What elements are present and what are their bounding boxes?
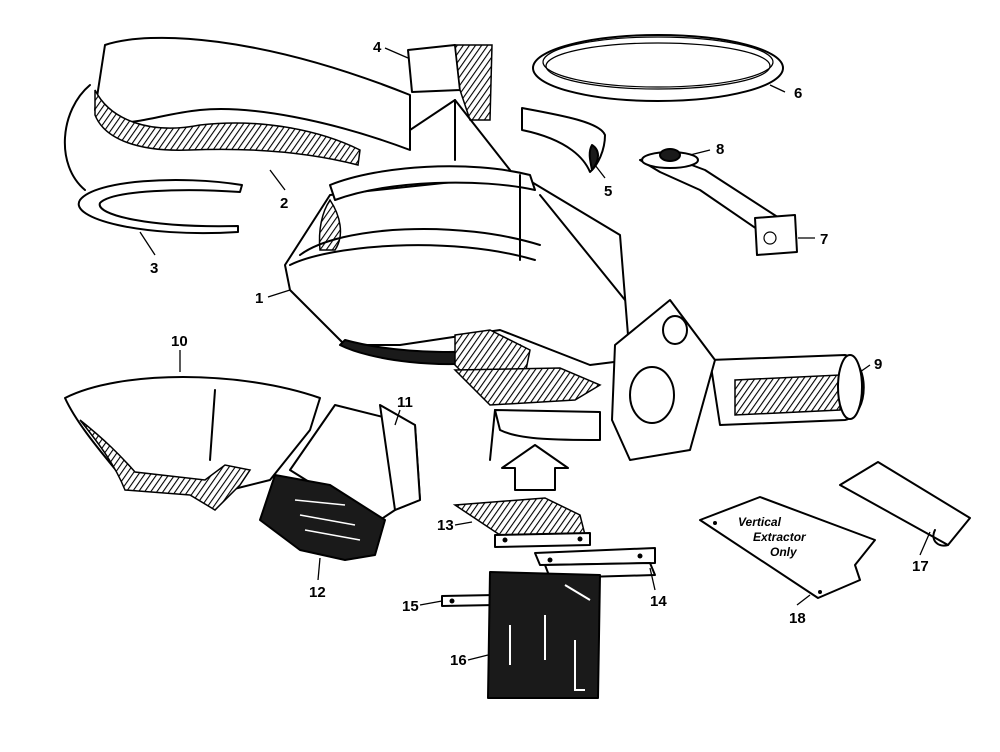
part-12-grille xyxy=(259,474,386,561)
callout-8: 8 xyxy=(716,141,724,158)
callout-5: 5 xyxy=(604,183,612,200)
part-13-tray xyxy=(452,497,591,548)
callout-15: 15 xyxy=(402,598,419,615)
part-9-cylinder-tube xyxy=(709,354,865,426)
part-8-nut xyxy=(641,148,699,169)
callout-13: 13 xyxy=(437,517,454,534)
plate-text-line-1: Vertical xyxy=(738,515,782,529)
callout-9: 9 xyxy=(874,356,882,373)
part-11-angled-cowl xyxy=(289,404,421,521)
part-6-oval-ring xyxy=(532,34,784,102)
callout-3: 3 xyxy=(150,260,158,277)
part-1-main-housing xyxy=(284,99,631,386)
callout-11: 11 xyxy=(397,394,413,411)
part-3-split-ring xyxy=(77,179,243,235)
callout-7: 7 xyxy=(820,231,828,248)
callout-12: 12 xyxy=(309,584,326,601)
plate-text-line-3: Only xyxy=(770,545,798,559)
callout-18: 18 xyxy=(789,610,806,627)
part-17-cover-strip xyxy=(839,461,971,547)
part-7-arm-bracket xyxy=(639,154,798,256)
callout-14: 14 xyxy=(650,593,667,610)
part-18-cover-plate: Vertical Extractor Only xyxy=(699,496,876,599)
callout-16: 16 xyxy=(450,652,467,669)
callout-1: 1 xyxy=(255,290,263,307)
part-4-bracket-block xyxy=(407,44,493,121)
part-2-top-band xyxy=(64,36,411,191)
callout-2: 2 xyxy=(280,195,288,212)
callout-17: 17 xyxy=(912,558,929,575)
part-10-curved-hood xyxy=(64,376,321,511)
lower-chute xyxy=(453,367,602,461)
callout-numbers: 1 2 3 4 5 6 7 8 9 10 11 12 13 14 15 16 1… xyxy=(150,39,929,669)
plate-text-line-2: Extractor xyxy=(753,530,807,544)
callout-leaders xyxy=(139,47,931,661)
part-5-curved-fin xyxy=(521,107,606,173)
assembly-arrow xyxy=(501,444,569,491)
part-14-bracket-bar xyxy=(534,547,656,579)
callout-6: 6 xyxy=(794,85,802,102)
mounting-plate xyxy=(611,299,716,461)
callout-4: 4 xyxy=(373,39,382,56)
callout-10: 10 xyxy=(171,333,188,350)
part-16-dark-panel xyxy=(487,571,601,699)
